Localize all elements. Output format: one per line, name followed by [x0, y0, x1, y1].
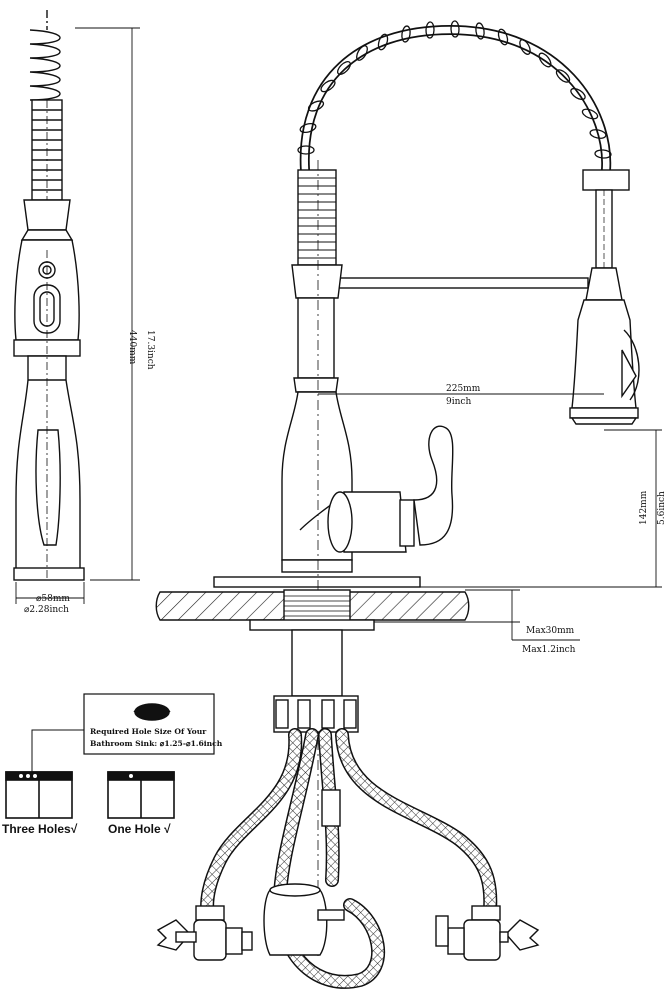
front-upper-collar [291, 264, 343, 299]
under-counter-assembly [273, 629, 359, 733]
angle-valve-right [435, 905, 540, 961]
dimension-base-diameter [15, 582, 85, 604]
spout-bar [335, 277, 589, 289]
deck-thickness-inch: Max1.2inch [522, 645, 576, 655]
spout-reach-mm: 225mm [446, 384, 481, 394]
side-view-faucet [13, 10, 85, 581]
hole-note-line2: Bathroom Sink: ⌀1.25-⌀1.6inch [90, 739, 223, 748]
side-collar [23, 199, 71, 231]
arch-spring-coils [297, 20, 612, 159]
three-holes-label: Three Holes√ [2, 822, 78, 836]
side-handle [35, 429, 61, 546]
three-holes-sink-icon [5, 771, 73, 819]
hole-icon [134, 703, 170, 721]
lever-housing [343, 491, 407, 553]
front-spray-head [569, 169, 640, 425]
arch-spring-outer [299, 24, 612, 171]
deck-thickness-mm: Max30mm [526, 626, 575, 636]
hole-note-line1: Required Hole Size Of Your [90, 727, 207, 736]
one-hole-label: One Hole √ [108, 822, 171, 836]
spout-height-mm: 142mm [639, 490, 649, 525]
spout-height-inch: 5.6inch [657, 491, 667, 525]
lever-handle [413, 425, 454, 546]
hole-size-note: Required Hole Size Of Your Bathroom Sink… [31, 693, 223, 772]
angle-valve-left [156, 905, 253, 961]
dimension-spout-height [420, 429, 662, 588]
front-column [297, 297, 335, 379]
base-diameter-mm: ⌀58mm [36, 594, 70, 604]
hose-weight [263, 789, 345, 956]
one-hole-sink-icon [107, 771, 175, 819]
base-diameter-inch: ⌀2.28inch [24, 605, 69, 615]
total-height-inch: 17.3inch [145, 330, 155, 370]
spout-reach-inch: 9inch [446, 397, 471, 407]
dimension-deck-thickness [374, 589, 580, 641]
side-hose-ribbed [31, 99, 63, 201]
countertop-section [155, 589, 470, 631]
total-height-mm: 440mm [127, 330, 137, 365]
dimension-total-height [75, 27, 140, 581]
front-view-faucet [213, 20, 640, 960]
front-base [281, 559, 353, 573]
side-spring-coil [29, 10, 61, 101]
